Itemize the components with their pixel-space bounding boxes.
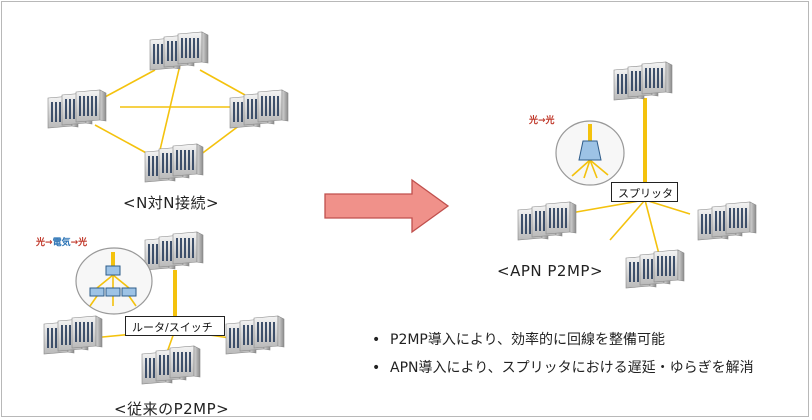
apn-links	[564, 98, 691, 259]
oeo-light-out: 光	[78, 238, 88, 248]
oeo-label: 光→電気→光	[36, 235, 87, 248]
server-rack-icon	[44, 316, 102, 354]
right-arrow-icon	[324, 178, 450, 234]
splitter-box: スプリッタ	[611, 182, 678, 202]
server-rack-icon	[142, 346, 200, 384]
bullet-item: P2MP導入により、効率的に回線を整備可能	[370, 326, 754, 354]
router-bubble	[75, 247, 153, 315]
caption-n-to-n: <N対N接続>	[123, 194, 220, 212]
server-rack-icon	[226, 316, 284, 354]
oeo-arrow-1: →	[45, 238, 53, 248]
caption-apn-p2mp: <APN P2MP>	[497, 262, 604, 280]
server-rack-icon	[626, 250, 684, 288]
server-rack-icon	[145, 144, 203, 182]
router-icon	[89, 265, 137, 307]
server-rack-icon	[48, 90, 106, 128]
link	[199, 69, 246, 96]
splitter-icon	[571, 140, 609, 179]
link	[94, 124, 151, 156]
bullet-item: APN導入により、スプリッタにおける遅延・ゆらぎを解消	[370, 354, 754, 382]
router-switch-box: ルータ/スイッチ	[125, 316, 225, 336]
oeo-electric: 電気	[52, 238, 71, 248]
oeo-light-in: 光	[36, 238, 46, 248]
oo-label: 光→光	[529, 116, 555, 126]
link	[199, 124, 241, 156]
apn-servers	[518, 62, 756, 288]
caption-legacy-p2mp: <従来のP2MP>	[114, 400, 230, 418]
legacy-servers	[44, 232, 284, 384]
server-rack-icon	[614, 62, 672, 100]
oeo-arrow-2: →	[70, 238, 79, 248]
server-rack-icon	[698, 202, 756, 240]
server-rack-icon	[150, 32, 208, 70]
splitter-bubble	[555, 120, 625, 186]
n-to-n-links	[89, 64, 246, 156]
server-rack-icon	[518, 202, 576, 240]
server-rack-icon	[230, 90, 288, 128]
summary-bullets: P2MP導入により、効率的に回線を整備可能 APN導入により、スプリッタにおける…	[370, 326, 754, 382]
server-rack-icon	[145, 232, 203, 270]
